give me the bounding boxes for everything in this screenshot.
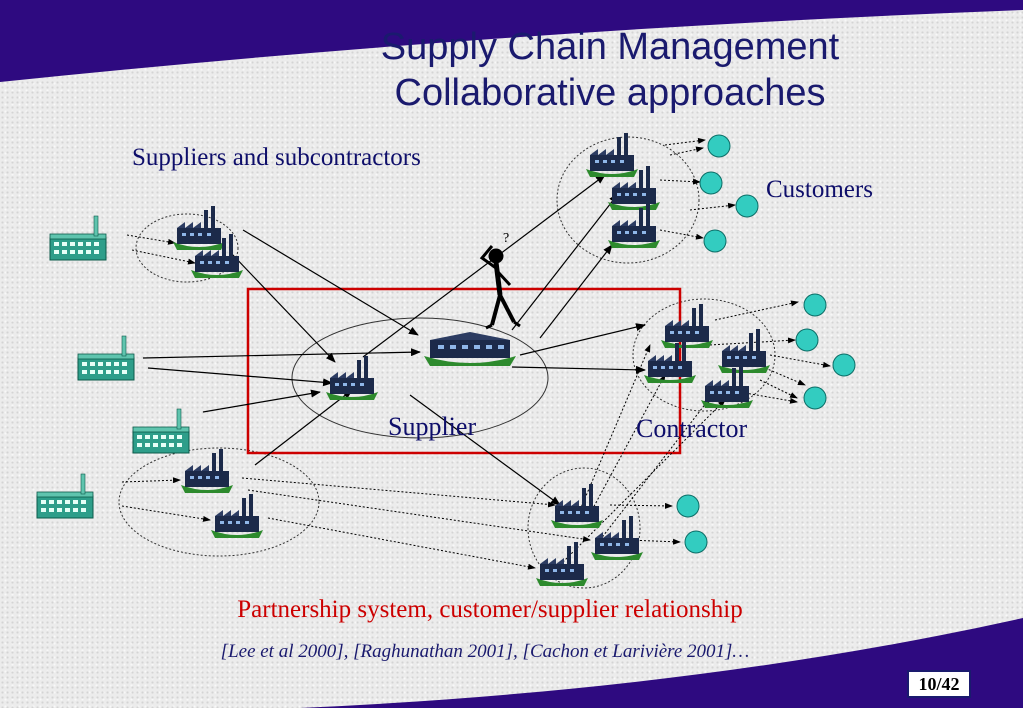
dotted-arrow [579, 344, 651, 511]
factory-icon [173, 206, 225, 250]
dotted-arrow [131, 249, 196, 265]
dotted-arrow [267, 517, 536, 570]
dotted-arrow [559, 399, 726, 566]
arrow [202, 389, 321, 413]
dotted-arrow [126, 234, 176, 245]
svg-text:?: ? [503, 231, 509, 246]
dotted-arrow [609, 502, 673, 509]
dotted-arrow [759, 379, 798, 399]
office-building-icon [36, 473, 94, 519]
arrow [511, 365, 646, 374]
dotted-arrow [659, 229, 704, 240]
arrow [142, 348, 421, 359]
suppliers-label: Suppliers and subcontractors [132, 144, 421, 171]
arrow [519, 323, 646, 356]
factory-icon [718, 329, 770, 373]
arrow [229, 251, 336, 363]
thinking-person-icon: ? [479, 231, 521, 330]
dotted-arrow [247, 489, 591, 542]
supplier-ellipse [291, 317, 549, 439]
arrow [511, 193, 619, 331]
contractor-ellipse [632, 298, 776, 412]
header-swoosh [0, 0, 1023, 82]
dotted-arrow [121, 505, 211, 522]
factory-icon [181, 449, 233, 493]
supplier-label: Supplier [388, 412, 477, 441]
customer-circle-icon [703, 229, 727, 253]
dotted-arrow [659, 178, 701, 185]
customer-circle-icon [832, 353, 856, 377]
dotted-arrow [689, 202, 736, 211]
customer-circle-icon [803, 386, 827, 410]
dotted-arrow [664, 137, 706, 146]
references-text: [Lee et al 2000], [Raghunathan 2001], [C… [220, 641, 750, 662]
dotted-arrow [744, 392, 798, 404]
contractor-subgroup-ellipse [527, 467, 641, 589]
factory-icon [586, 133, 638, 177]
subcontractor-group-ellipse-top [135, 213, 239, 283]
page-title: Supply Chain Management Collaborative ap… [300, 24, 920, 116]
office-building-icon [77, 335, 135, 381]
dotted-arrow [769, 354, 831, 368]
title-line-1: Supply Chain Management [380, 26, 840, 68]
factory-icon [211, 494, 263, 538]
arrow [362, 174, 606, 358]
customer-circle-icon [684, 530, 708, 554]
office-building-icon [49, 215, 107, 261]
arrow [539, 244, 613, 339]
arrow [242, 229, 419, 336]
customer-circle-icon [795, 328, 819, 352]
factory-icon [536, 542, 588, 586]
page-number: 10/42 [907, 670, 971, 698]
factory-icon [551, 484, 603, 528]
arrow [147, 367, 333, 387]
footer-swoosh [300, 618, 1023, 708]
dotted-arrow [764, 367, 806, 386]
office-building-icon [132, 408, 190, 454]
subcontractor-group-ellipse-bottom [118, 447, 320, 557]
title-line-2: Collaborative approaches [394, 72, 826, 114]
partnership-caption: Partnership system, customer/supplier re… [237, 596, 743, 623]
factory-icon [326, 356, 378, 400]
customer-circle-icon [735, 194, 759, 218]
factory-icon [608, 204, 660, 248]
customer-circle-icon [707, 134, 731, 158]
customer-circle-icon [676, 494, 700, 518]
customers-label: Customers [766, 176, 873, 203]
dotted-arrow [241, 477, 556, 508]
customer-circle-icon [699, 171, 723, 195]
dotted-arrow [599, 397, 711, 541]
customer-facing-factory-ellipse [556, 136, 700, 264]
dotted-arrow [121, 477, 181, 484]
factory-icon [661, 304, 713, 348]
supplier-factory-icon [424, 332, 516, 366]
contractor-label: Contractor [636, 414, 748, 443]
dotted-arrow [669, 146, 704, 156]
dotted-arrow [591, 374, 666, 511]
arrow [409, 394, 561, 506]
arrow [254, 389, 353, 466]
customer-circle-icon [803, 293, 827, 317]
